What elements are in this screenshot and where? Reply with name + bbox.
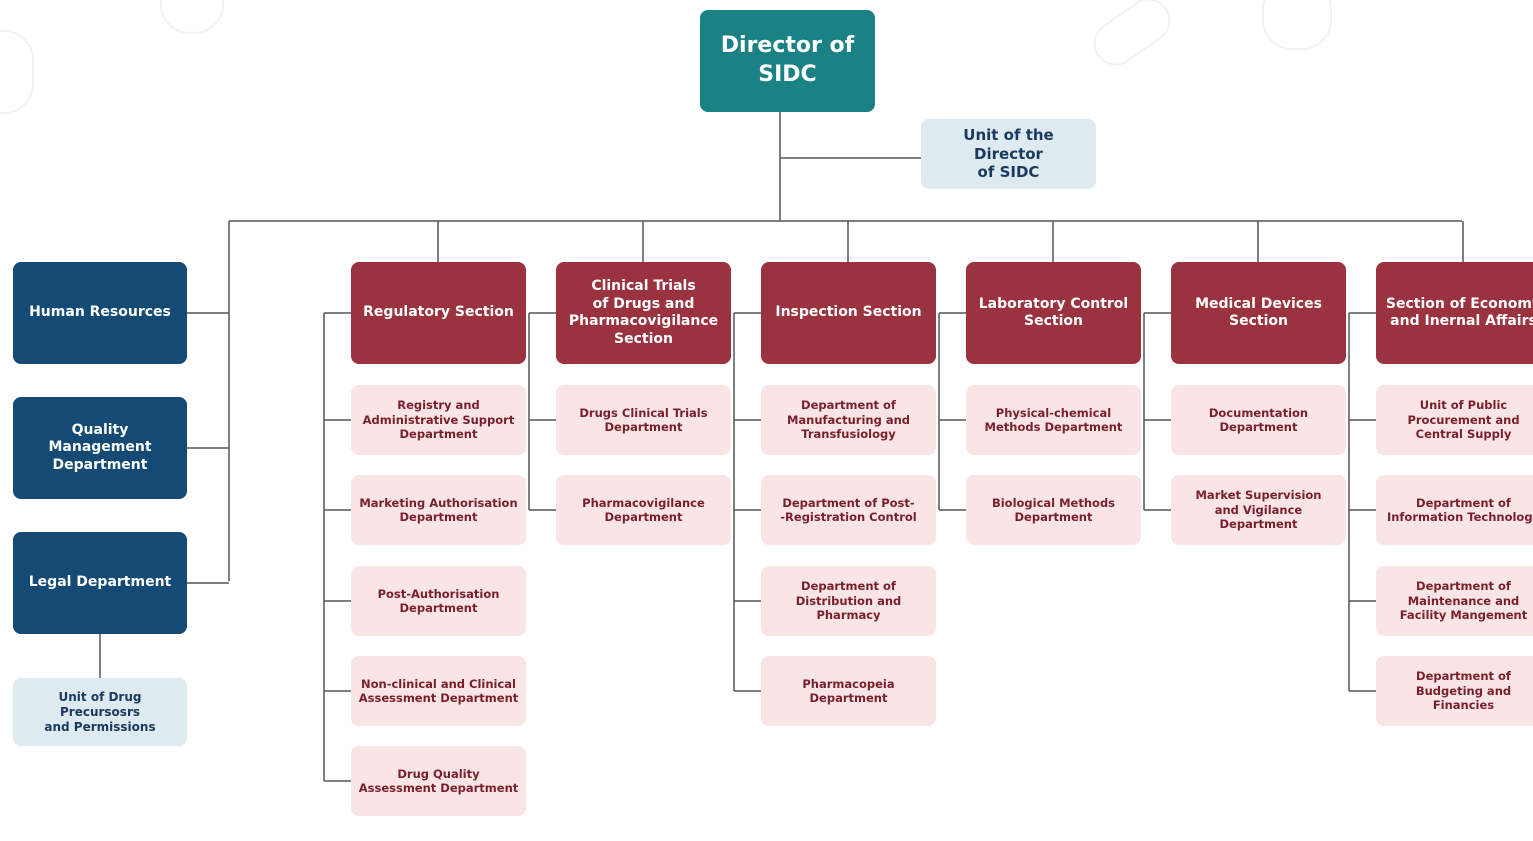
department-box: Drug Quality Assessment Department bbox=[351, 746, 526, 816]
department-box: Biological Methods Department bbox=[966, 475, 1141, 545]
pill-decoration bbox=[1262, 0, 1332, 50]
section-box: Regulatory Section bbox=[351, 262, 526, 364]
section-box: Section of Economy and Inernal Affairs bbox=[1376, 262, 1533, 364]
department-box: Documentation Department bbox=[1171, 385, 1346, 455]
department-box: Unit of Public Procurement and Central S… bbox=[1376, 385, 1533, 455]
department-box: Pharmacovigilance Department bbox=[556, 475, 731, 545]
director-box: Director of SIDC bbox=[700, 10, 875, 112]
department-box: Drugs Clinical Trials Department bbox=[556, 385, 731, 455]
section-box: Inspection Section bbox=[761, 262, 936, 364]
department-box: Post-Authorisation Department bbox=[351, 566, 526, 636]
department-box: Department of Information Technology bbox=[1376, 475, 1533, 545]
department-box: Department of Maintenance and Facility M… bbox=[1376, 566, 1533, 636]
staff-box: Legal Department bbox=[13, 532, 187, 634]
department-box: Department of Budgeting and Financies bbox=[1376, 656, 1533, 726]
department-box: Market Supervision and Vigilance Departm… bbox=[1171, 475, 1346, 545]
department-box: Non-clinical and Clinical Assessment Dep… bbox=[351, 656, 526, 726]
department-box: Physical-chemical Methods Department bbox=[966, 385, 1141, 455]
drug-precursors-unit-box: Unit of Drug Precursosrs and Permissions bbox=[13, 678, 187, 746]
staff-box: Human Resources bbox=[13, 262, 187, 364]
staff-box: Quality Management Department bbox=[13, 397, 187, 499]
department-box: Department of Post- -Registration Contro… bbox=[761, 475, 936, 545]
section-box: Clinical Trials of Drugs and Pharmacovig… bbox=[556, 262, 731, 364]
section-box: Laboratory Control Section bbox=[966, 262, 1141, 364]
department-box: Registry and Administrative Support Depa… bbox=[351, 385, 526, 455]
department-box: Pharmacopeia Department bbox=[761, 656, 936, 726]
department-box: Department of Distribution and Pharmacy bbox=[761, 566, 936, 636]
section-box: Medical Devices Section bbox=[1171, 262, 1346, 364]
department-box: Department of Manufacturing and Transfus… bbox=[761, 385, 936, 455]
department-box: Marketing Authorisation Department bbox=[351, 475, 526, 545]
unit-of-director-box: Unit of the Director of SIDC bbox=[921, 119, 1096, 189]
